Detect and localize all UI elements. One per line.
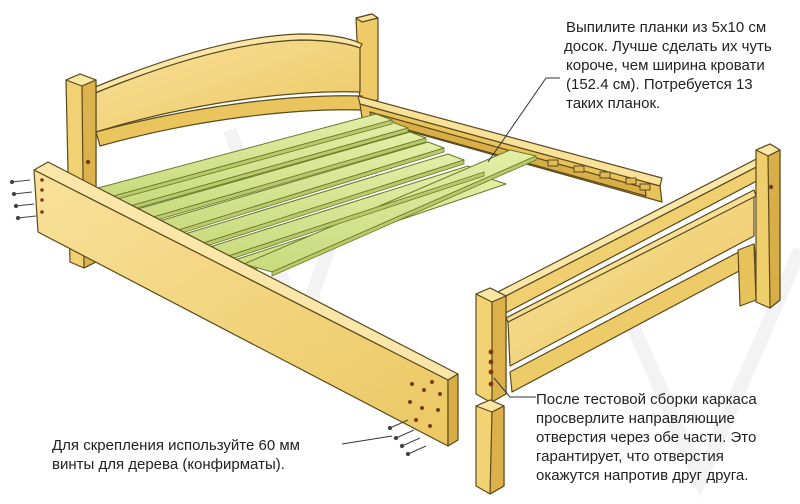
hole-icon (438, 392, 442, 396)
screw-icon (11, 191, 33, 197)
screw-icon (399, 437, 421, 449)
screw-icon (15, 215, 37, 221)
hole-icon (408, 400, 412, 404)
annotation-line: винты для дерева (конфирматы). (52, 456, 285, 473)
screw-icon (9, 179, 31, 185)
hole-icon (488, 369, 494, 375)
screw-icon (393, 429, 415, 441)
annotation-line: досок. Лучше сделать их чуть (564, 38, 772, 55)
annotation-line: гарантирует, что отверстия (536, 448, 724, 465)
hole-icon (488, 359, 494, 365)
hole-icon (40, 188, 44, 192)
leader-lines (341, 77, 560, 445)
annotation-line: окажутся напротив друг друга. (536, 467, 749, 484)
leader-line-icon (487, 77, 560, 163)
screw-icon (405, 445, 427, 457)
hole-icon (422, 388, 426, 392)
annotation-slats: Выпилите планки из 5x10 см досок. Лучше … (564, 18, 772, 113)
hole-icon (414, 418, 418, 422)
slat-stoppers (547, 159, 651, 191)
screws-left (9, 179, 37, 221)
annotation-line: (152.4 см). Потребуется 13 (566, 76, 753, 93)
bed-slats (97, 113, 537, 275)
annotation-line: короче, чем ширина кровати (566, 57, 765, 74)
hole-icon (436, 408, 440, 412)
annotation-holes: После тестовой сборки каркаса просверлит… (536, 390, 757, 485)
annotation-line: Выпилите планки из 5x10 см (566, 19, 767, 36)
annotation-screws: Для скрепления используйте 60 мм винты д… (52, 436, 300, 474)
hole-icon (40, 210, 44, 214)
hole-icon (410, 382, 414, 386)
slat-edges (113, 119, 537, 277)
annotation-line: таких планок. (566, 95, 661, 112)
hole-icon (768, 184, 774, 190)
hole-icon (428, 424, 432, 428)
leader-line-icon (493, 377, 536, 398)
footboard (475, 143, 781, 495)
hole-icon (85, 159, 91, 165)
hole-icon (40, 178, 44, 182)
hole-icon (488, 349, 494, 355)
annotation-line: отверстия через обе части. Это (536, 429, 757, 446)
screw-icon (13, 203, 35, 209)
screw-icon (387, 419, 409, 431)
annotation-line: Для скрепления используйте 60 мм (52, 437, 300, 454)
leader-line-icon (341, 435, 393, 445)
hole-icon (40, 198, 44, 202)
hole-icon (420, 406, 424, 410)
left-side-rail (33, 161, 459, 447)
annotation-line: просверлите направляющие (536, 410, 735, 427)
annotation-line: После тестовой сборки каркаса (536, 391, 757, 408)
hole-icon (430, 380, 434, 384)
hole-icon (488, 381, 494, 387)
screws-right (387, 419, 427, 457)
